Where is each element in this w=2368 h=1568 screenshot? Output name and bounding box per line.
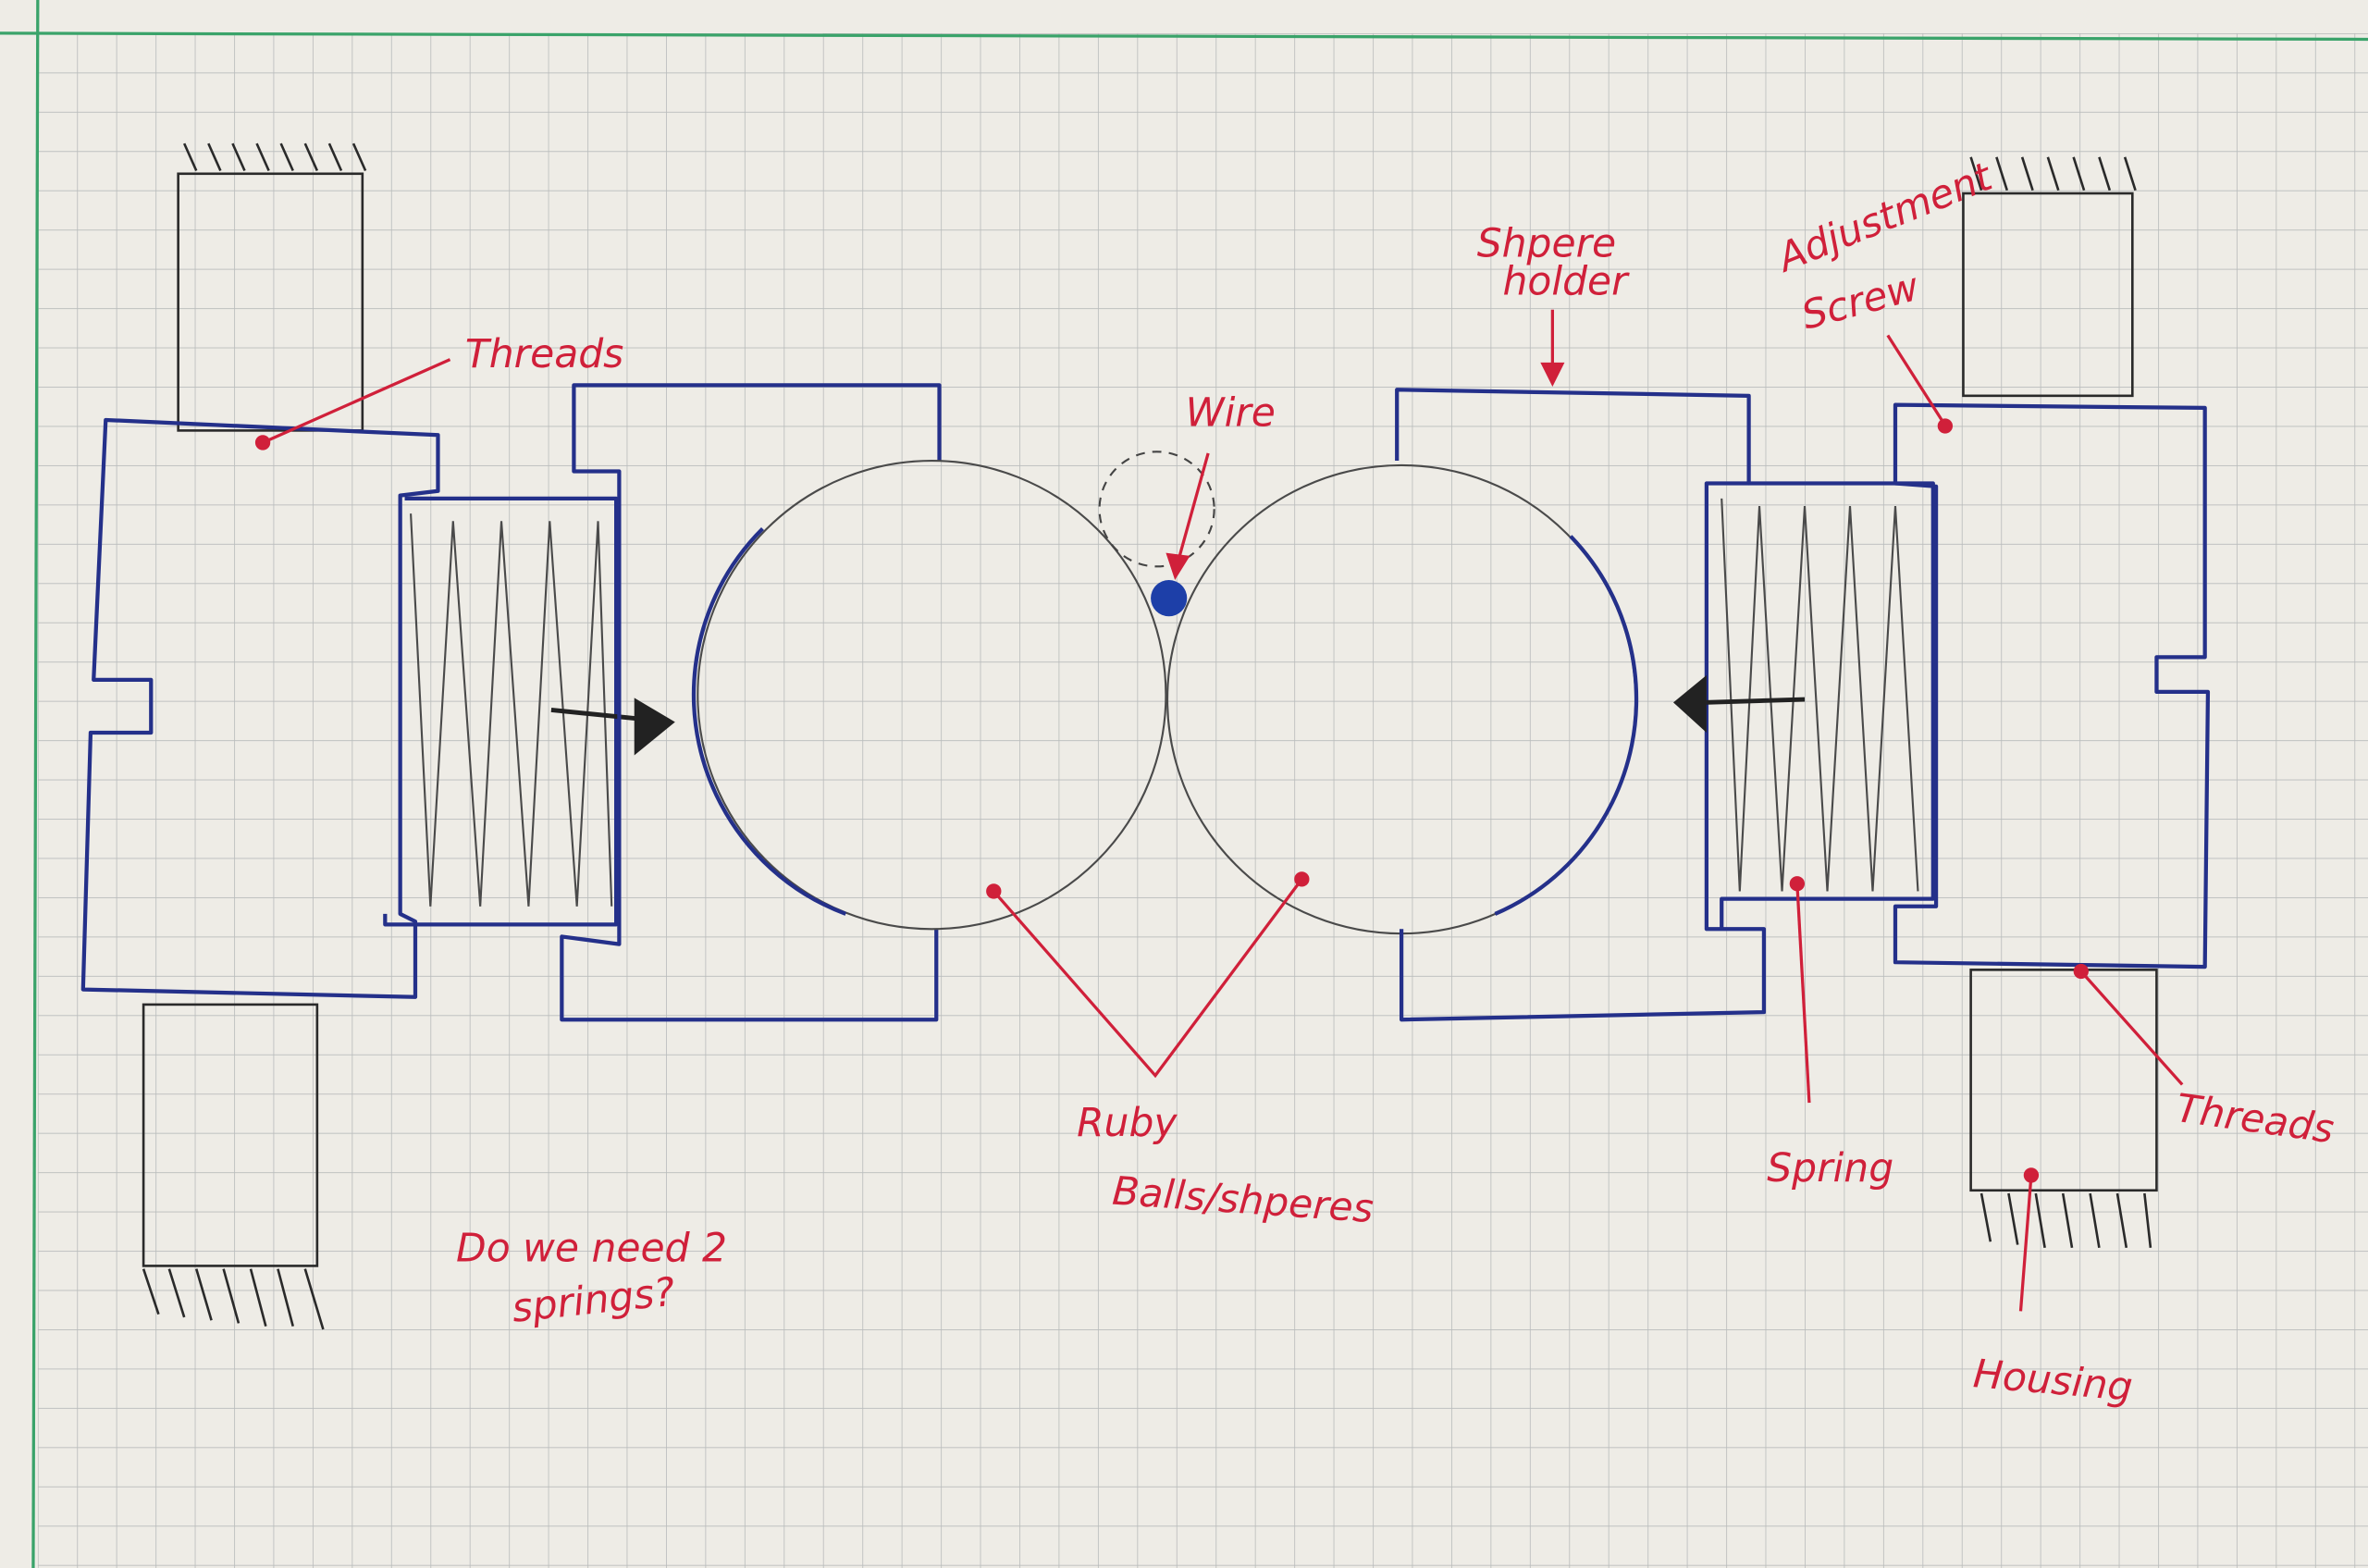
label-sphere-holder-1: Shpere	[1477, 222, 1616, 267]
annotation-spring: Spring	[1767, 876, 1893, 1191]
label-threads-left: Threads	[465, 332, 623, 377]
annotation-wire: Wire	[1166, 390, 1276, 581]
left-sphere-seat	[691, 527, 847, 916]
left-sphere-holder	[560, 383, 942, 1022]
label-sphere-holder-2: holder	[1502, 259, 1630, 304]
wire-clearance-circle	[1098, 451, 1215, 568]
right-adjustment-screw-body	[1893, 402, 2211, 969]
wire-dot	[1151, 580, 1188, 617]
left-adjustment-screw-body	[80, 417, 440, 999]
right-bottom-housing	[1969, 969, 2158, 1249]
left-ruby-sphere	[697, 459, 1167, 931]
left-force-arrow	[550, 698, 675, 756]
label-spring: Spring	[1767, 1146, 1893, 1191]
graph-grid	[37, 32, 2368, 1568]
grid-border-left	[31, 0, 40, 1568]
label-ruby: Ruby	[1077, 1101, 1178, 1146]
grid-border-top	[0, 31, 2368, 42]
right-sphere-seat	[1494, 535, 1639, 916]
annotation-sphere-holder: Shpere holder	[1477, 222, 1630, 388]
right-spring	[1720, 481, 1935, 930]
label-question-1: Do we need 2	[456, 1227, 727, 1272]
left-bottom-housing	[142, 1003, 325, 1330]
left-top-housing	[177, 142, 367, 432]
right-force-arrow	[1672, 674, 1806, 733]
label-wire: Wire	[1186, 390, 1276, 436]
annotation-threads-left: Threads	[254, 332, 623, 451]
right-top-housing	[1962, 156, 2137, 398]
